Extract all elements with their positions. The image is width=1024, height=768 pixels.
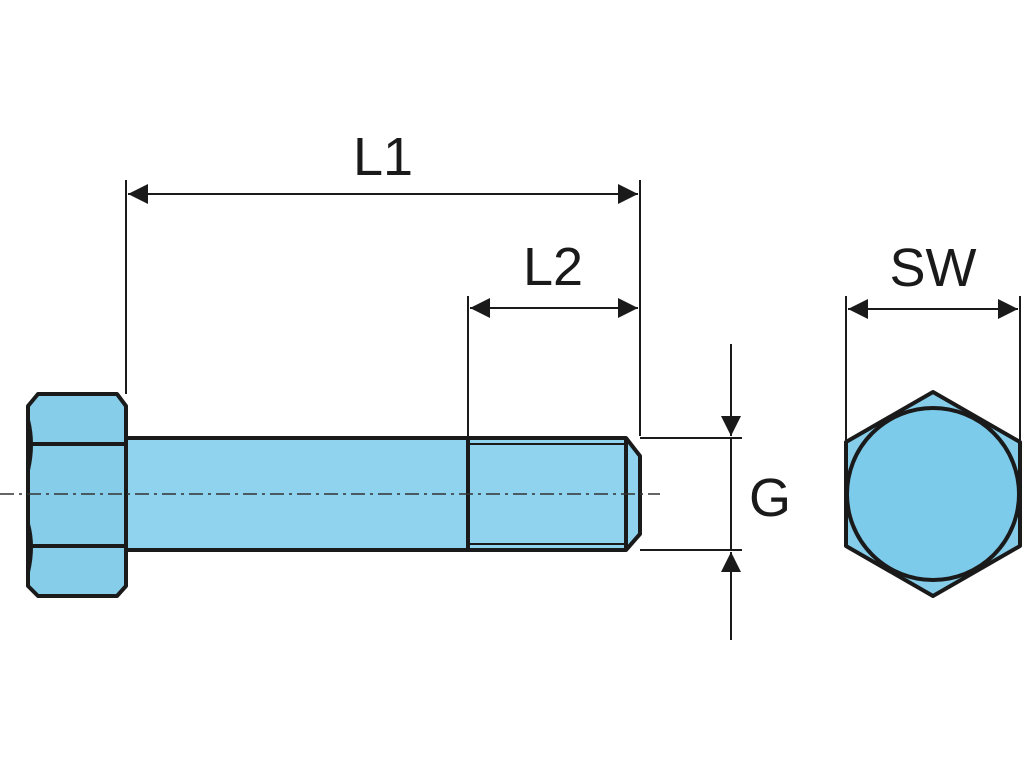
end-view-circle [845, 406, 1021, 582]
dimension-sw [845, 296, 1021, 440]
label-l2: L2 [523, 237, 583, 297]
label-l1: L1 [353, 127, 413, 187]
dimension-l1 [125, 180, 641, 436]
bolt-head [26, 392, 128, 598]
label-g: G [749, 468, 791, 528]
label-sw: SW [890, 238, 977, 298]
bolt-side-view [26, 392, 642, 598]
dimension-l2 [467, 296, 638, 436]
bolt-end-view [844, 390, 1022, 598]
dimension-g [640, 344, 742, 640]
